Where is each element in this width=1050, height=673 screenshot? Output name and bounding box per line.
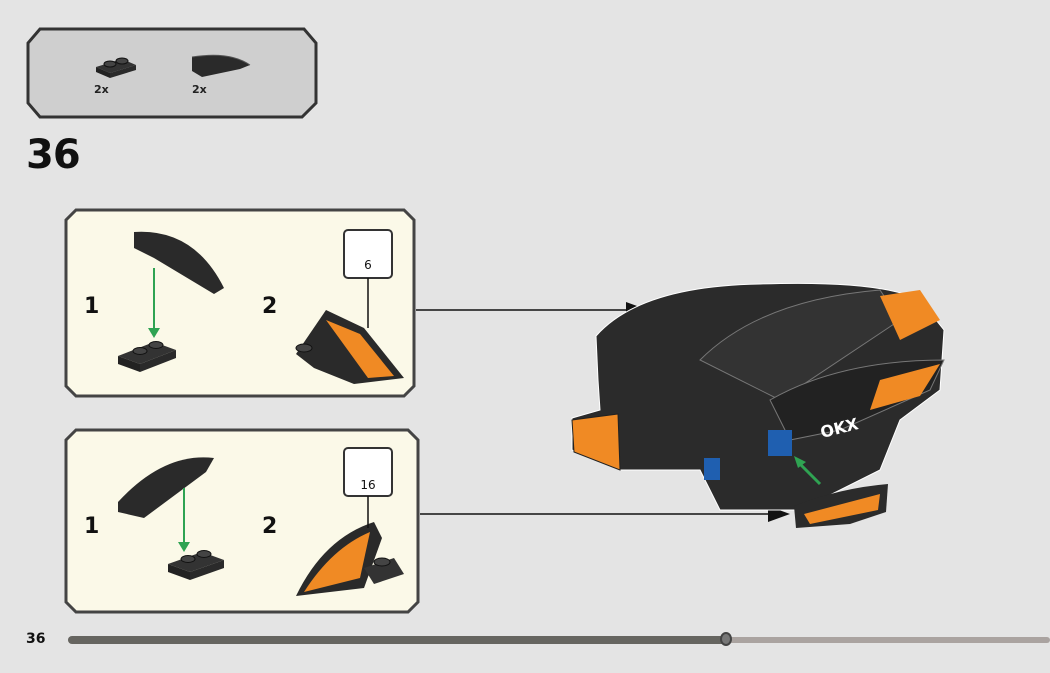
- page-number: 36: [26, 631, 46, 647]
- progress-fill: [68, 636, 726, 644]
- curved-slope-icon: [134, 231, 224, 294]
- substep-panel: 1 2 16: [64, 428, 420, 614]
- progress-bar[interactable]: [68, 632, 1050, 646]
- substep-frame: [64, 428, 420, 614]
- part-qty: 2x: [192, 83, 207, 96]
- parts-list-frame: [26, 27, 318, 119]
- plate-1x2-icon: [96, 57, 136, 78]
- main-model-illustration: OKX: [416, 282, 945, 528]
- plate-1x2-icon: [168, 550, 224, 580]
- curved-slope-icon: [191, 54, 251, 77]
- assembled-part-icon: [295, 310, 404, 384]
- parts-list: 2x 2x: [26, 27, 318, 119]
- race-car-model: OKX: [571, 282, 945, 528]
- substep-panel: 1 2 6: [64, 208, 416, 398]
- curved-slope-icon: [118, 457, 214, 518]
- callout-count: 16: [360, 478, 376, 492]
- substep-label: 2: [262, 514, 278, 539]
- connector-arrow: [416, 302, 648, 318]
- step-number: 36: [26, 132, 81, 178]
- substep-label: 1: [84, 514, 100, 539]
- progress-thumb[interactable]: [719, 632, 732, 646]
- callout-count: 6: [364, 258, 372, 272]
- part-qty: 2x: [94, 83, 109, 96]
- substep-frame: [64, 208, 416, 398]
- substep-label: 1: [84, 294, 100, 319]
- substep-label: 2: [262, 294, 278, 319]
- plate-1x2-icon: [118, 341, 176, 372]
- assembled-part-icon: [296, 522, 404, 596]
